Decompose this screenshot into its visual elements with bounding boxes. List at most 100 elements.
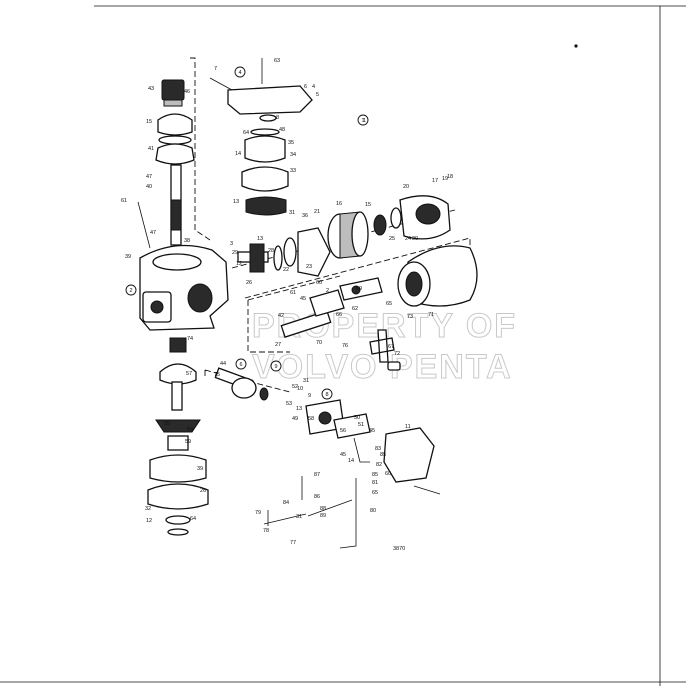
bearing-housing bbox=[155, 143, 195, 165]
group-callout-circle bbox=[270, 360, 282, 372]
lower-bearing-cone bbox=[159, 363, 197, 385]
part-number-label: 73 bbox=[407, 314, 413, 320]
part-number-label: 3 bbox=[230, 241, 233, 247]
part-number-label: 67 bbox=[388, 344, 394, 350]
group-callout-circle bbox=[125, 284, 137, 296]
part-number-label: 44 bbox=[220, 361, 226, 367]
horizontal-gear-train bbox=[237, 195, 451, 277]
cover-inner bbox=[405, 271, 423, 297]
part-number-label: 61 bbox=[121, 198, 127, 204]
part-number-label: 19 bbox=[442, 176, 448, 182]
part-number-label: 39 bbox=[125, 254, 131, 260]
side-cover-body bbox=[383, 427, 435, 483]
housing-side-port bbox=[187, 283, 213, 313]
part-number-label: 87 bbox=[314, 472, 320, 478]
thrust-washer bbox=[390, 207, 402, 229]
lower-shaft bbox=[171, 381, 183, 411]
part-number-label: 29 bbox=[232, 250, 238, 256]
cylinder-cover bbox=[397, 245, 478, 307]
part-number-label: 53 bbox=[286, 401, 292, 407]
part-number-label: 54 bbox=[187, 427, 193, 433]
upper-bearing-race bbox=[163, 99, 183, 107]
group-callout-label: 1 bbox=[361, 118, 364, 124]
part-number-label: 45 bbox=[300, 296, 306, 302]
part-number-label: 26 bbox=[246, 280, 252, 286]
part-number-label: 86 bbox=[314, 494, 320, 500]
part-number-label: 76 bbox=[342, 343, 348, 349]
fitting-end bbox=[387, 361, 401, 371]
flange-hole-1 bbox=[150, 300, 164, 314]
shifter-arm bbox=[339, 277, 383, 301]
part-number-label: 15 bbox=[365, 202, 371, 208]
part-number-label: 13 bbox=[296, 406, 302, 412]
part-number-label: 18 bbox=[447, 174, 453, 180]
arm-pin bbox=[351, 285, 361, 295]
part-number-label: 77 bbox=[290, 540, 296, 546]
gear-wheel bbox=[245, 196, 287, 216]
figure-number: 3870 bbox=[393, 546, 405, 552]
bearing-ring bbox=[241, 166, 289, 192]
link-rod bbox=[353, 437, 370, 463]
part-number-label: 83 bbox=[375, 446, 381, 452]
part-number-label: 1 bbox=[363, 118, 366, 124]
part-number-label: 36 bbox=[302, 213, 308, 219]
part-number-label: 50 bbox=[354, 415, 360, 421]
part-number-label: 30 bbox=[412, 236, 418, 242]
part-number-label: 51 bbox=[358, 422, 364, 428]
part-number-label: 48 bbox=[279, 127, 285, 133]
part-number-label: 85 bbox=[380, 452, 386, 458]
upper-gear-housing bbox=[139, 244, 229, 331]
part-number-label: 13 bbox=[233, 199, 239, 205]
part-number-label: 43 bbox=[148, 86, 154, 92]
part-number-label: 89 bbox=[320, 513, 326, 519]
part-number-label: 6 bbox=[304, 84, 307, 90]
part-number-label: 8 bbox=[276, 115, 279, 121]
part-number-label: 70 bbox=[316, 340, 322, 346]
vertical-shaft-assembly bbox=[137, 79, 195, 249]
part-number-label: 20 bbox=[403, 184, 409, 190]
lever bbox=[263, 513, 307, 525]
small-bearing bbox=[373, 214, 387, 236]
part-number-label: 39 bbox=[197, 466, 203, 472]
corner-mark bbox=[574, 44, 578, 48]
part-number-label: 35 bbox=[288, 140, 294, 146]
part-number-label: 21 bbox=[314, 209, 320, 215]
part-number-label: 26 bbox=[200, 488, 206, 494]
part-number-label: 85 bbox=[372, 472, 378, 478]
group-callout-label: 8 bbox=[325, 392, 328, 398]
part-number-label: 58 bbox=[308, 416, 314, 422]
group-callout-label: 9 bbox=[274, 364, 277, 370]
part-number-label: 24 bbox=[405, 236, 411, 242]
cover-bolt bbox=[413, 485, 441, 495]
part-number-label: 55 bbox=[164, 421, 170, 427]
part-number-label: 33 bbox=[290, 168, 296, 174]
part-number-label: 45 bbox=[369, 428, 375, 434]
housing-top-opening bbox=[152, 253, 202, 271]
part-number-label: 10 bbox=[297, 386, 303, 392]
part-number-label: 25 bbox=[389, 236, 395, 242]
part-number-label: 2 bbox=[326, 288, 329, 294]
part-number-label: 31 bbox=[296, 514, 302, 520]
bearing-cup bbox=[157, 113, 193, 136]
gear-hub-face bbox=[351, 211, 369, 257]
group-callout-circle bbox=[234, 66, 246, 78]
clutch-shaft-assembly bbox=[280, 277, 401, 371]
group-callout-label: 6 bbox=[239, 362, 242, 368]
part-number-label: 63 bbox=[274, 58, 280, 64]
lever-plate bbox=[333, 413, 371, 439]
part-number-label: 4 bbox=[312, 84, 315, 90]
group-callout-label: 2 bbox=[129, 288, 132, 294]
part-number-label: 82 bbox=[376, 462, 382, 468]
part-number-label: 31 bbox=[289, 210, 295, 216]
part-number-label: 60 bbox=[316, 280, 322, 286]
shim-ring bbox=[158, 135, 192, 145]
part-number-label: 27 bbox=[275, 342, 281, 348]
linkage-assembly bbox=[263, 476, 357, 549]
part-number-label: 74 bbox=[187, 336, 193, 342]
upper-bearing bbox=[161, 79, 185, 101]
clutch-cone bbox=[297, 227, 331, 277]
shifter-fork bbox=[309, 289, 345, 317]
part-number-label: 12 bbox=[236, 261, 242, 267]
part-number-label: 66 bbox=[336, 312, 342, 318]
bottom-flange bbox=[147, 483, 209, 510]
